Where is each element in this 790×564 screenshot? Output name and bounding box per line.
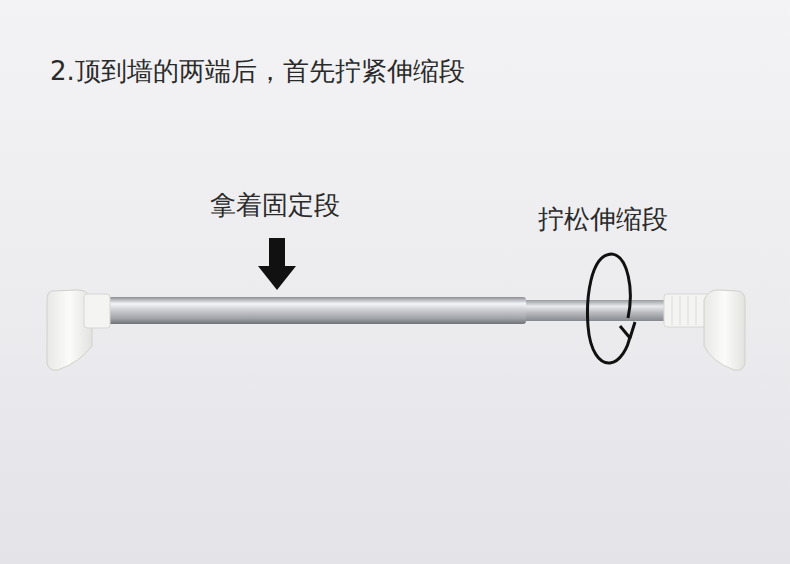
left-end-cap <box>47 290 110 370</box>
rotation-arrow <box>588 254 635 363</box>
step-title: 2.顶到墙的两端后，首先拧紧伸缩段 <box>50 56 465 87</box>
down-arrow <box>258 238 296 290</box>
telescopic-tube <box>520 300 670 321</box>
callout-label: 拿着固定段 <box>210 190 340 221</box>
fixed-tube <box>104 297 526 324</box>
right-end-cap <box>664 290 745 370</box>
callout-label: 拧松伸缩段 <box>538 204 668 235</box>
